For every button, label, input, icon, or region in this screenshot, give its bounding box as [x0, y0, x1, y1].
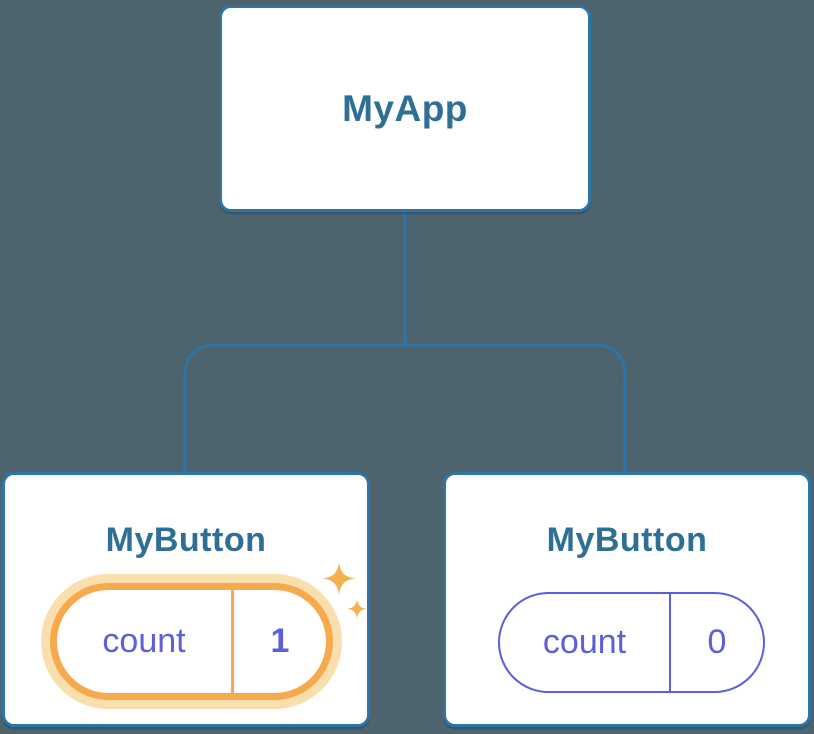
component-card-mybutton-right: MyButton count 0: [443, 472, 811, 727]
component-label: MyApp: [342, 87, 468, 129]
state-name-cell: count: [57, 590, 234, 693]
component-card-myapp: MyApp: [219, 5, 591, 212]
state-name: count: [542, 623, 627, 661]
sparkle-icon: [323, 562, 367, 619]
state-name-cell: count: [500, 594, 671, 691]
component-label: MyButton: [105, 521, 267, 559]
state-pill-highlighted: count 1: [50, 583, 333, 700]
state-value: 0: [707, 623, 727, 661]
connector-bracket: [183, 343, 627, 472]
state-value-cell: 0: [671, 594, 763, 691]
state-pill: count 0: [498, 592, 765, 693]
state-value: 1: [270, 622, 290, 660]
state-value-cell: 1: [234, 590, 326, 693]
component-label: MyButton: [546, 521, 708, 559]
component-card-mybutton-left: MyButton count 1: [2, 472, 370, 727]
state-name: count: [102, 622, 186, 660]
